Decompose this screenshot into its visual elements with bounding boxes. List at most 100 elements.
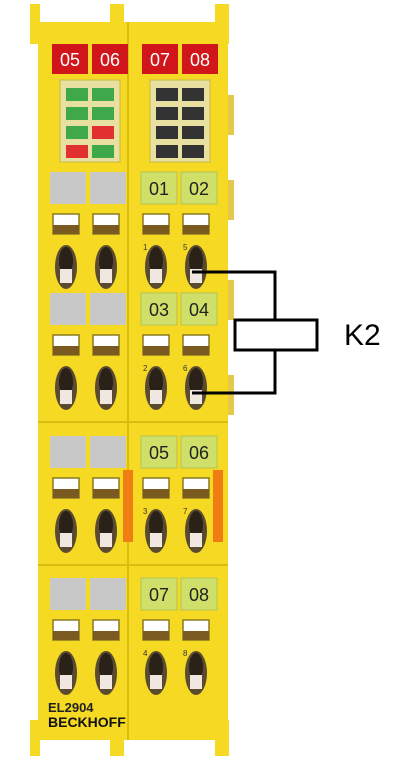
wire-entry-inner — [99, 247, 113, 275]
channel-label-02: 02 — [189, 179, 209, 199]
wire-entry-inner — [99, 368, 113, 396]
contact-clip — [150, 675, 162, 689]
led-panel-right — [149, 79, 211, 163]
top-label-07: 07 — [150, 50, 170, 70]
status-led — [66, 88, 88, 101]
status-led — [66, 126, 88, 139]
channel-label-01: 01 — [149, 179, 169, 199]
status-led — [92, 107, 114, 120]
contact-clip — [100, 269, 112, 283]
channel-label-box — [140, 577, 178, 611]
channel-label-08: 08 — [189, 585, 209, 605]
wire-entry-inner — [149, 247, 163, 275]
release-slot-shadow — [93, 489, 119, 498]
release-slot-shadow — [183, 346, 209, 355]
pin-number-3: 3 — [143, 507, 148, 516]
relay-coil-k2 — [233, 318, 319, 352]
contact-clip — [190, 533, 202, 547]
contact-clip — [60, 533, 72, 547]
channel-label-box — [180, 292, 218, 326]
terminal-row: 01 02 1 5 — [50, 171, 218, 289]
pin-number-8: 8 — [183, 649, 188, 658]
wire-entry-inner — [149, 368, 163, 396]
contact-clip — [100, 675, 112, 689]
top-channel-labels: 05 06 07 08 — [52, 44, 218, 74]
wire-entry-inner — [59, 653, 73, 681]
status-led — [92, 88, 114, 101]
release-slot-shadow — [183, 489, 209, 498]
release-slot-shadow — [143, 631, 169, 640]
wire-entry-inner — [59, 511, 73, 539]
wire-entry-inner — [189, 511, 203, 539]
wire-entry-inner — [189, 368, 203, 396]
pin-number-2: 2 — [143, 364, 148, 373]
status-led — [182, 126, 204, 139]
contact-clip — [100, 533, 112, 547]
top-label-05: 05 — [60, 50, 80, 70]
relay-label: K2 — [344, 319, 381, 352]
top-label-06: 06 — [100, 50, 120, 70]
channel-label-06: 06 — [189, 443, 209, 463]
gray-block — [90, 578, 126, 610]
wire-entry-inner — [99, 653, 113, 681]
status-led — [156, 107, 178, 120]
wire-entry-inner — [59, 368, 73, 396]
orange-strip — [213, 470, 223, 542]
pin-number-7: 7 — [183, 507, 188, 516]
wire-entry-inner — [149, 511, 163, 539]
status-led — [92, 126, 114, 139]
contact-clip — [150, 390, 162, 404]
brand-logo-text: BECKHOFF — [48, 714, 126, 730]
gray-block — [90, 436, 126, 468]
release-slot-shadow — [143, 346, 169, 355]
gray-block — [90, 172, 126, 204]
pin-number-4: 4 — [143, 649, 148, 658]
contact-clip — [150, 269, 162, 283]
status-led — [156, 88, 178, 101]
release-slot-shadow — [53, 346, 79, 355]
contact-clip — [150, 533, 162, 547]
wire-entry-inner — [99, 511, 113, 539]
release-slot-shadow — [93, 346, 119, 355]
status-led — [156, 145, 178, 158]
gray-block — [50, 578, 86, 610]
wire-lower — [192, 350, 277, 395]
channel-label-box — [180, 577, 218, 611]
contact-clip — [60, 675, 72, 689]
channel-label-box — [140, 171, 178, 205]
contact-clip — [100, 390, 112, 404]
channel-label-03: 03 — [149, 300, 169, 320]
release-slot-shadow — [93, 225, 119, 234]
channel-label-box — [180, 435, 218, 469]
status-led — [156, 126, 178, 139]
pin-number-6: 6 — [183, 364, 188, 373]
release-slot-shadow — [53, 631, 79, 640]
release-slot-shadow — [93, 631, 119, 640]
contact-clip — [60, 390, 72, 404]
terminal-row: 03 04 2 6 — [50, 292, 218, 410]
wire-upper — [192, 270, 277, 320]
status-led — [182, 145, 204, 158]
gray-block — [50, 436, 86, 468]
model-label: EL2904 — [48, 700, 94, 715]
status-led — [182, 88, 204, 101]
channel-label-box — [180, 171, 218, 205]
terminal-row: 05 06 3 7 — [50, 435, 218, 553]
status-led — [66, 145, 88, 158]
status-led — [182, 107, 204, 120]
release-slot-shadow — [183, 631, 209, 640]
release-slot-shadow — [53, 489, 79, 498]
wire-entry-inner — [59, 247, 73, 275]
contact-clip — [190, 675, 202, 689]
release-slot-shadow — [143, 489, 169, 498]
channel-label-05: 05 — [149, 443, 169, 463]
pin-number-5: 5 — [183, 243, 188, 252]
wire-entry-inner — [149, 653, 163, 681]
status-led — [92, 145, 114, 158]
channel-label-04: 04 — [189, 300, 209, 320]
pin-number-1: 1 — [143, 243, 148, 252]
gray-block — [90, 293, 126, 325]
release-slot-shadow — [53, 225, 79, 234]
